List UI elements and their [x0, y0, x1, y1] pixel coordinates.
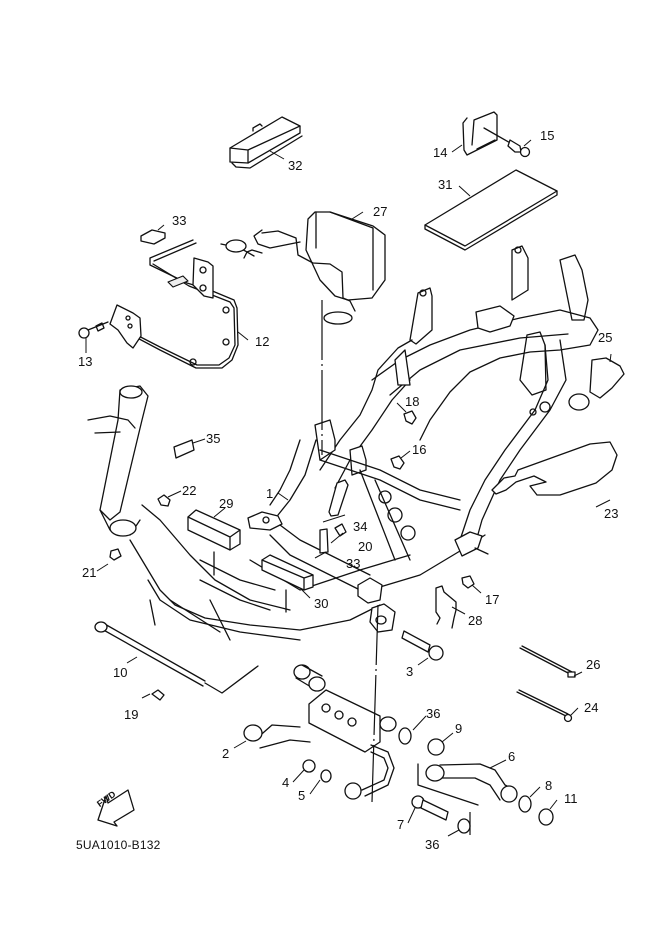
- part-9b-bushing: [427, 738, 445, 756]
- part-12-bracket: [109, 239, 239, 369]
- callout-36-top: 36: [426, 706, 441, 721]
- callout-10: 10: [113, 665, 128, 680]
- callout-11: 11: [564, 791, 578, 806]
- callout-12: 12: [255, 334, 270, 349]
- callout-25: 25: [598, 330, 613, 345]
- part-22-cap: [157, 494, 171, 507]
- callout-13: 13: [78, 354, 93, 369]
- callout-4: 4: [282, 775, 290, 790]
- callout-18: 18: [405, 394, 420, 409]
- callout-21: 21: [82, 565, 97, 580]
- part-20-clip: [334, 523, 347, 537]
- callout-30: 30: [314, 596, 329, 611]
- part-8-washer: [518, 795, 532, 813]
- part-11-nut: [538, 808, 554, 826]
- part-17-clip-nut: [461, 575, 475, 589]
- callout-31: 31: [438, 177, 453, 192]
- diagram-code: 5UA1010-B132: [76, 838, 161, 852]
- centerline: [371, 604, 379, 803]
- part-27-battery-case: [220, 211, 386, 325]
- callout-1: 1: [266, 486, 274, 501]
- part-1-frame: [87, 245, 599, 641]
- part-23-plate: [491, 441, 618, 496]
- part-14-bracket: [462, 111, 498, 156]
- callout-26: 26: [586, 657, 601, 672]
- part-19-nut: [151, 689, 165, 701]
- callout-27: 27: [373, 204, 388, 219]
- leader-lines: [85, 139, 612, 837]
- callout-33-top: 33: [172, 213, 187, 228]
- part-6-engine-bracket: [417, 763, 518, 806]
- part-25-holder: [568, 357, 625, 411]
- part-15-bolt: [483, 127, 531, 158]
- callout-9: 9: [455, 721, 463, 736]
- callout-22: 22: [182, 483, 197, 498]
- part-9-bushing: [293, 664, 326, 692]
- part-21-cap: [109, 548, 122, 561]
- part-2-bushing: [243, 724, 311, 749]
- part-3-bolt: [401, 630, 444, 661]
- callout-8: 8: [545, 778, 553, 793]
- part-7-bolt: [411, 795, 449, 821]
- callout-6: 6: [508, 749, 516, 764]
- part-26-band: [519, 645, 576, 678]
- callout-17: 17: [485, 592, 500, 607]
- callout-35: 34: [353, 519, 368, 534]
- callout-36-bottom: 36: [425, 837, 440, 852]
- callout-33-mid: 33: [346, 556, 361, 571]
- part-24-band: [516, 689, 573, 723]
- callout-7: 7: [397, 817, 405, 832]
- callout-15: 15: [540, 128, 555, 143]
- callout-24: 24: [584, 700, 599, 715]
- forward-arrow-icon: [97, 789, 135, 827]
- part-13-bolt: [78, 321, 109, 339]
- callout-23: 23: [604, 506, 619, 521]
- callout-19: 19: [124, 707, 139, 722]
- part-30-damper: [261, 554, 314, 613]
- part-32-damper: [229, 116, 303, 169]
- part-33b-damper: [319, 528, 329, 554]
- part-29-damper: [187, 509, 241, 576]
- part-35-damper: [328, 479, 349, 517]
- part-10-bolt: [94, 621, 259, 694]
- part-4-collar: [302, 759, 316, 773]
- part-18-clip-nut: [403, 410, 417, 425]
- part-34-damper: [173, 439, 195, 459]
- callout-28: 28: [468, 613, 483, 628]
- part-u-bracket: [344, 744, 395, 800]
- callout-29: 29: [219, 496, 234, 511]
- callout-16: 16: [412, 442, 427, 457]
- part-16-clip-nut: [390, 455, 405, 470]
- callout-3: 3: [406, 664, 414, 679]
- callout-5: 5: [298, 788, 306, 803]
- part-31-damper: [424, 169, 558, 251]
- part-36a-washer: [398, 727, 412, 745]
- part-28-clip: [435, 585, 457, 629]
- callout-34: 35: [206, 431, 221, 446]
- callout-20: 20: [358, 539, 373, 554]
- part-5-washer: [320, 769, 332, 783]
- callout-32: 32: [288, 158, 303, 173]
- callout-14: 14: [433, 145, 448, 160]
- part-33a-damper: [140, 229, 166, 245]
- part-36b-washer: [457, 818, 471, 834]
- part-6-engine-bracket-block: [308, 689, 397, 753]
- callout-2: 2: [222, 746, 230, 761]
